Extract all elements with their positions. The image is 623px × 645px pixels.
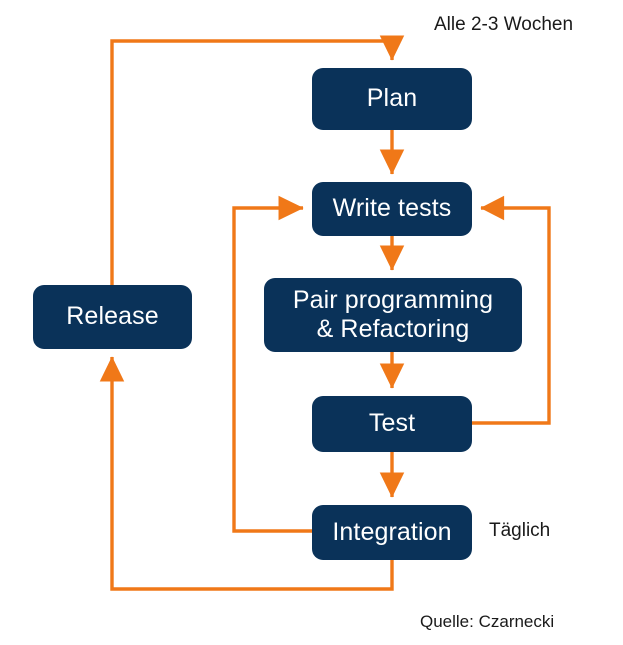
node-pair-programming-refactoring-label: Pair programming & Refactoring	[292, 285, 494, 344]
node-integration[interactable]: Integration	[312, 505, 472, 560]
node-pair-programming-refactoring[interactable]: Pair programming & Refactoring	[264, 278, 522, 352]
label-taeglich: Täglich	[489, 520, 551, 541]
node-write-tests[interactable]: Write tests	[312, 182, 472, 236]
label-quelle: Quelle: Czarnecki	[420, 612, 555, 631]
node-test-label: Test	[368, 409, 416, 438]
node-write-tests-label: Write tests	[332, 194, 452, 223]
label-alle-2-3-wochen: Alle 2-3 Wochen	[434, 14, 574, 35]
node-release-label: Release	[66, 302, 159, 331]
node-plan-label: Plan	[366, 84, 418, 113]
node-integration-label: Integration	[332, 517, 452, 546]
node-test[interactable]: Test	[312, 396, 472, 452]
node-release[interactable]: Release	[33, 285, 192, 349]
edge-integration-to-write-tests	[232, 195, 312, 533]
node-plan[interactable]: Plan	[312, 68, 472, 130]
